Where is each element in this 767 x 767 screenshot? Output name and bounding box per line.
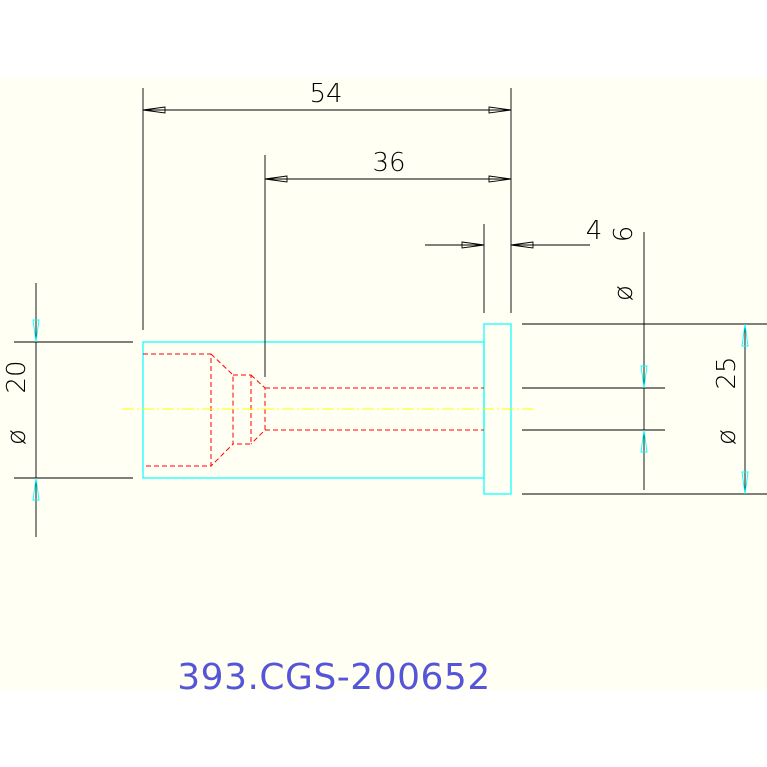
dim-text-25-symbol: ø [712, 429, 742, 445]
dim-text-20-symbol: ø [2, 429, 32, 445]
arrow-25-bottom [741, 471, 749, 495]
dim-text-4: 4 [586, 216, 603, 246]
part-number: 393.CGS-200652 [177, 657, 490, 698]
arrow-36-right [488, 175, 512, 183]
arrow-25-top [741, 323, 749, 347]
arrow-4-left [461, 241, 485, 249]
hidden-counterbore [143, 353, 212, 467]
dim-text-25-value: 25 [712, 356, 742, 389]
drawing-background [0, 78, 767, 690]
dim-text-6-value: 6 [609, 226, 639, 243]
arrow-54-left [142, 106, 166, 114]
arrow-36-left [264, 175, 288, 183]
arrow-4-right [510, 241, 534, 249]
arrow-6-bottom [640, 429, 648, 453]
arrow-20-top [32, 319, 40, 343]
dim-text-6-symbol: ø [609, 285, 639, 301]
dim-text-20-value: 20 [2, 360, 32, 393]
dim-text-54: 54 [309, 79, 342, 109]
arrow-20-bottom [32, 477, 40, 501]
arrow-6-top [640, 365, 648, 389]
hidden-bore [265, 387, 484, 431]
arrow-54-right [488, 106, 512, 114]
dim-text-36: 36 [372, 148, 405, 178]
